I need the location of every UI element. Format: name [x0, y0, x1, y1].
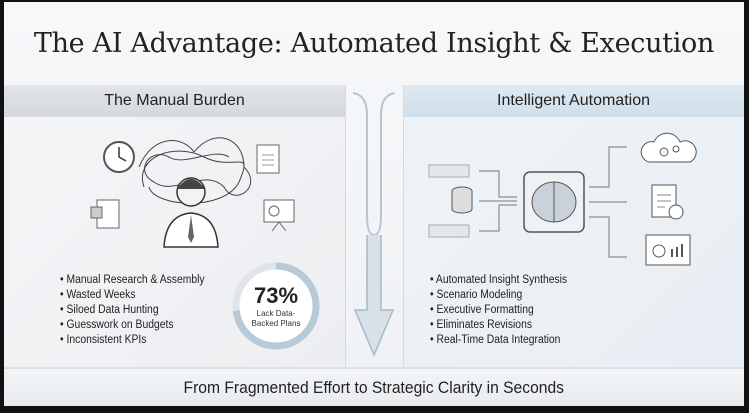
dashboard-chart-icon — [645, 234, 691, 266]
intelligent-automation-list: Automated Insight Synthesis Scenario Mod… — [430, 273, 567, 348]
footer-text: From Fragmented Effort to Strategic Clar… — [183, 377, 565, 397]
list-item: Inconsistent KPIs — [60, 333, 205, 348]
database-icon — [451, 186, 473, 214]
ai-brain-chip-icon — [523, 171, 585, 233]
intelligent-automation-header: Intelligent Automation — [403, 85, 744, 117]
list-item: Real-Time Data Integration — [430, 333, 567, 348]
stressed-person-icon — [163, 177, 219, 248]
list-item: Executive Formatting — [430, 303, 567, 318]
list-item: Siloed Data Hunting — [60, 303, 205, 318]
list-item: Wasted Weeks — [60, 288, 205, 303]
document-icon — [256, 144, 280, 174]
footer-banner: From Fragmented Effort to Strategic Clar… — [4, 367, 744, 406]
divider — [345, 85, 346, 367]
list-item: Guesswork on Budgets — [60, 318, 205, 333]
stat-value: 73% — [253, 283, 299, 308]
list-item: Eliminates Revisions — [430, 318, 567, 333]
donut-fill — [232, 262, 320, 350]
automation-illustration — [428, 132, 697, 266]
list-item: Automated Insight Synthesis — [430, 273, 567, 288]
stat-donut — [232, 262, 320, 350]
manual-burden-header: The Manual Burden — [4, 85, 345, 117]
divider — [403, 85, 404, 367]
page-title: The AI Advantage: Automated Insight & Ex… — [33, 28, 715, 59]
stat-label: Lack Data-Backed Plans — [251, 309, 301, 328]
list-item: Scenario Modeling — [430, 288, 567, 303]
list-item: Manual Research & Assembly — [60, 273, 205, 288]
manual-burden-list: Manual Research & Assembly Wasted Weeks … — [60, 273, 205, 348]
transition-arrow-icon — [352, 92, 396, 357]
stat-text: 73% Lack Data-Backed Plans — [230, 260, 322, 352]
manual-chaos-illustration — [90, 137, 295, 248]
presentation-icon — [263, 199, 295, 232]
cloud-gears-icon — [640, 132, 697, 163]
infographic: The AI Advantage: Automated Insight & Ex… — [4, 2, 744, 406]
data-input-icons — [428, 164, 473, 238]
clock-icon — [103, 141, 135, 173]
report-check-icon — [651, 184, 684, 220]
spreadsheet-icon — [90, 199, 120, 229]
